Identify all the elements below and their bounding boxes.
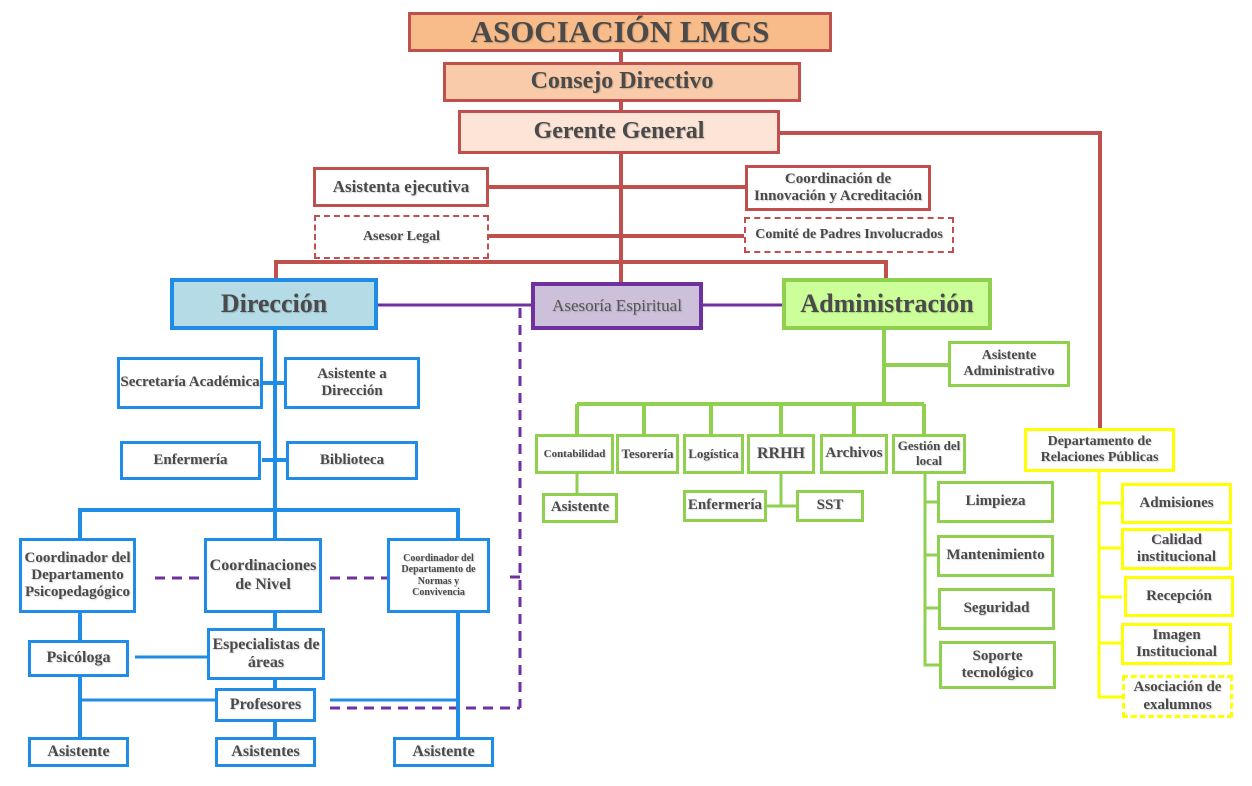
- connector: [923, 472, 940, 667]
- node-admisiones: Admisiones: [1121, 483, 1232, 524]
- node-tesoreria: Tesorería: [616, 434, 679, 474]
- connector: [1097, 470, 1122, 699]
- node-especialistas: Especialistas de áreas: [207, 628, 325, 680]
- node-limpieza: Limpieza: [937, 481, 1054, 523]
- node-archivos: Archivos: [820, 434, 888, 474]
- node-asistente-normas: Asistente: [393, 737, 494, 767]
- connector: [274, 260, 888, 278]
- node-relaciones-publicas: Departamento de Relaciones Públicas: [1024, 428, 1175, 472]
- node-coordinador-normas: Coordinador del Departamento de Normas y…: [387, 538, 490, 613]
- node-contabilidad: Contabilidad: [535, 434, 614, 474]
- node-enfermeria-direccion: Enfermería: [120, 441, 261, 480]
- node-calidad-institucional: Calidad institucional: [1121, 528, 1232, 570]
- org-title: ASOCIACIÓN LMCS: [408, 12, 832, 52]
- node-asesoria-espiritual: Asesoría Espiritual: [531, 282, 703, 330]
- node-coordinaciones-nivel: Coordinaciones de Nivel: [204, 538, 322, 613]
- node-mantenimiento: Mantenimiento: [937, 535, 1054, 577]
- node-logistica: Logística: [683, 434, 744, 474]
- node-asesor-legal: Asesor Legal: [314, 215, 489, 259]
- node-enfermeria-rrhh: Enfermería: [683, 490, 767, 522]
- node-secretaria-academica: Secretaría Académica: [117, 357, 263, 409]
- node-recepcion: Recepción: [1124, 576, 1234, 617]
- node-asistenta-ejecutiva: Asistenta ejecutiva: [313, 167, 489, 207]
- node-profesores: Profesores: [215, 688, 316, 722]
- node-consejo-directivo: Consejo Directivo: [443, 62, 801, 102]
- connector: [78, 508, 460, 540]
- node-imagen-institucional: Imagen Institucional: [1121, 623, 1232, 665]
- node-administracion: Administración: [782, 278, 992, 330]
- node-asistente-contabilidad: Asistente: [542, 493, 618, 523]
- node-asistente-direccion: Asistente a Dirección: [284, 357, 420, 409]
- node-direccion: Dirección: [170, 278, 378, 330]
- node-asistentes-profesores: Asistentes: [215, 737, 316, 767]
- node-psicologa: Psicóloga: [28, 640, 129, 677]
- node-gestion-local: Gestión del local: [892, 434, 966, 474]
- node-gerente-general: Gerente General: [458, 110, 780, 154]
- node-rrhh: RRHH: [747, 434, 815, 474]
- node-biblioteca: Biblioteca: [286, 441, 418, 480]
- connector: [780, 131, 1102, 428]
- node-asistente-psico: Asistente: [28, 737, 129, 767]
- node-coordinacion-innovacion: Coordinación de Innovación y Acreditació…: [745, 165, 931, 211]
- node-coordinador-psicopedagogico: Coordinador del Departamento Psicopedagó…: [19, 538, 136, 613]
- node-comite-padres: Comité de Padres Involucrados: [744, 217, 954, 253]
- node-soporte-tecnologico: Soporte tecnológico: [939, 641, 1056, 689]
- node-asociacion-exalumnos: Asociación de exalumnos: [1122, 675, 1233, 718]
- node-asistente-administrativo: Asistente Administrativo: [948, 341, 1070, 387]
- node-seguridad: Seguridad: [938, 588, 1055, 630]
- node-sst: SST: [796, 490, 864, 522]
